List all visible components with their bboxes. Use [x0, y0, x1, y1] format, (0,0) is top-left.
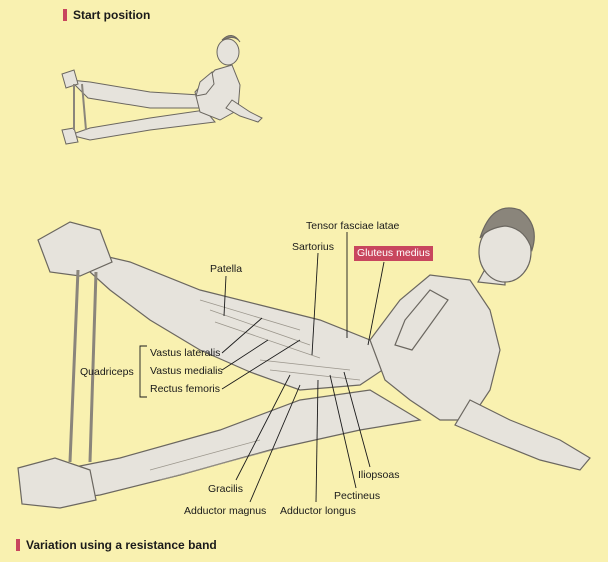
- label-pectineus: Pectineus: [334, 490, 381, 502]
- label-iliopsoas: Iliopsoas: [358, 469, 400, 481]
- leader-lines: [139, 232, 385, 503]
- label-vastus-lateralis: Vastus lateralis: [150, 347, 221, 359]
- heading-marker: [63, 9, 67, 21]
- start-position-figure: [61, 35, 263, 145]
- start-resistance-band: [73, 83, 87, 131]
- variation-title: Variation using a resistance band: [26, 538, 217, 552]
- label-adductor-magnus: Adductor magnus: [184, 505, 267, 517]
- label-sartorius: Sartorius: [292, 241, 335, 253]
- label-vastus-medialis: Vastus medialis: [150, 365, 223, 377]
- variation-resistance-band: [68, 269, 98, 463]
- muscle-detail: [149, 299, 361, 481]
- label-adductor-longus: Adductor longus: [280, 505, 356, 517]
- label-gracilis: Gracilis: [208, 483, 244, 495]
- label-gluteus-medius: Gluteus medius: [354, 246, 433, 261]
- variation-heading: Variation using a resistance band: [16, 538, 217, 552]
- label-patella: Patella: [210, 263, 243, 275]
- start-position-heading: Start position: [63, 8, 150, 22]
- start-position-title: Start position: [73, 8, 151, 22]
- label-rectus-femoris: Rectus femoris: [150, 383, 221, 395]
- heading-marker: [16, 539, 20, 551]
- label-tensor-fasciae-latae: Tensor fasciae latae: [306, 220, 400, 232]
- label-quadriceps: Quadriceps: [80, 366, 134, 378]
